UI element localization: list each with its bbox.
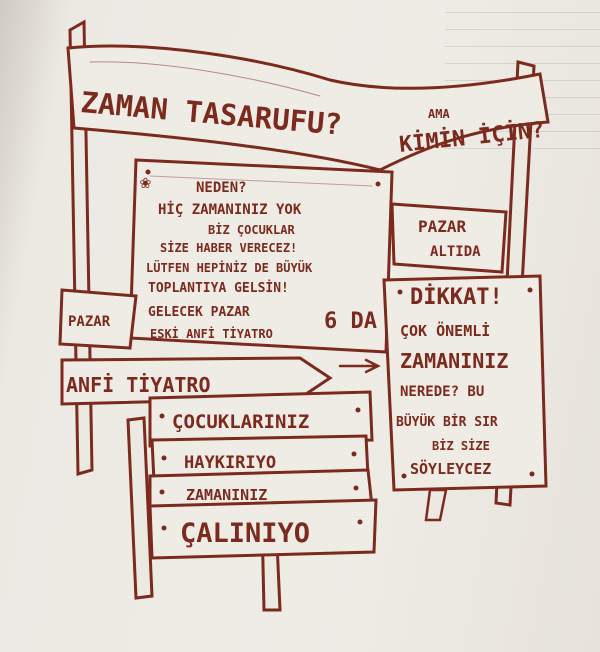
right-base-post [424,488,448,522]
plank-2-text: HAYKIRIYO [184,453,276,473]
dikkat-line-7: SÖYLEYCEZ [410,459,491,478]
banner-ama-text: AMA [428,107,450,121]
dikkat-line-4: NEREDE? BU [400,384,484,400]
plank-4-text: ÇALINIYO [180,518,310,549]
dikkat-line-1: DİKKAT! [410,284,503,310]
notice-line-3: BİZ ÇOCUKLAR [208,222,295,237]
notice-line-7: GELECEK PAZAR [148,305,250,320]
plank-1-text: ÇOCUKLARINIZ [172,411,309,433]
dikkat-line-2: ÇOK ÖNEMLİ [400,321,490,340]
plank-1 [148,390,374,448]
dikkat-line-6: BİZ SİZE [432,438,490,453]
plank-4 [148,498,378,560]
left-pazar-text: PAZAR [68,314,111,330]
notice-line-4: SİZE HABER VERECEZ! [160,240,297,255]
anfi-tiyatro-text: ANFİ TİYATRO [66,373,211,397]
pazar-sign-line-1: PAZAR [418,217,467,236]
notice-line-8: ESKİ ANFİ TİYATRO [150,326,273,341]
dikkat-line-5: BÜYÜK BİR SIR [396,414,498,430]
notice-line-2: HİÇ ZAMANINIZ YOK [158,201,302,218]
notice-line-1: NEDEN? [196,180,247,196]
plank-3-text: ZAMANINIZ [186,486,267,504]
dikkat-line-3: ZAMANINIZ [400,349,508,373]
left-pazar-board [58,288,138,350]
dikkat-sign [382,274,548,492]
pazar-sign-line-2: ALTIDA [430,244,481,260]
nails [145,169,535,531]
notice-line-9: 6 DA [324,309,377,334]
flower-icon: ❀ [140,172,151,193]
notice-line-5: LÜTFEN HEPİNİZ DE BÜYÜK [146,260,313,275]
arrow-to-dikkat [338,358,381,374]
notice-line-6: TOPLANTIYA GELSİN! [148,280,289,296]
pazar-altida-sign [390,202,508,274]
top-banner-sign [66,44,550,172]
left-inner-post [126,416,154,600]
